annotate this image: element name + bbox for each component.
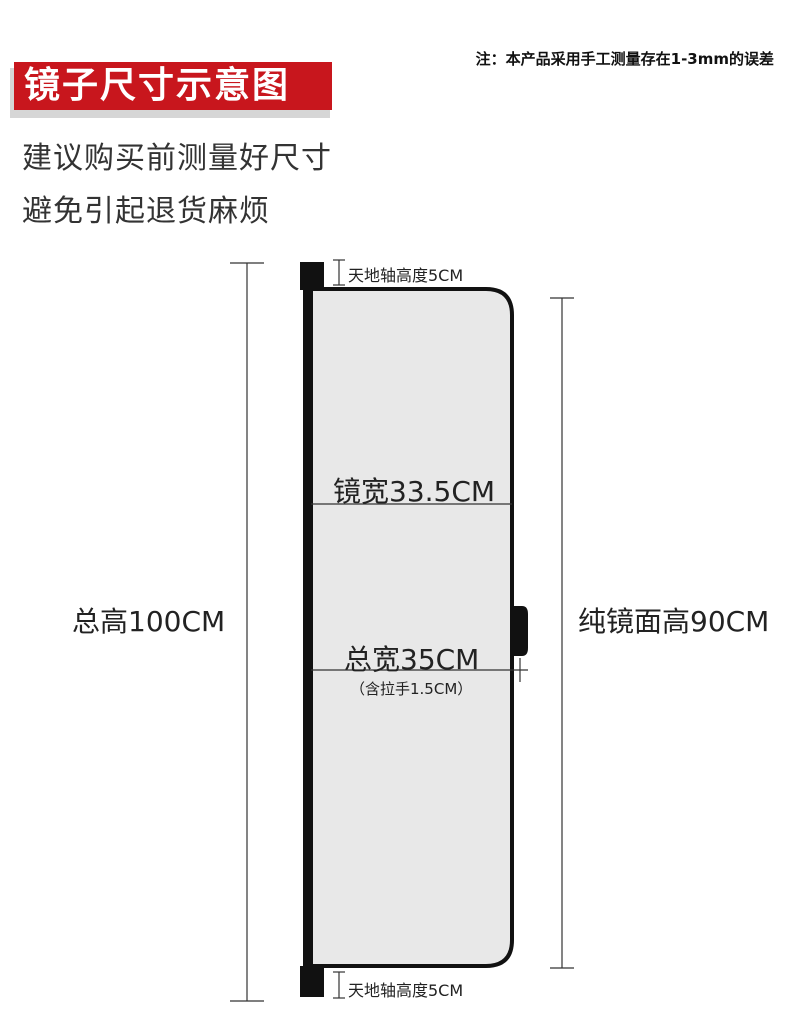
mirror-width-label: 镜宽33.5CM — [333, 475, 496, 508]
page-title: 镜子尺寸示意图 — [24, 65, 291, 106]
bottom-cap-height-label: 天地轴高度5CM — [348, 981, 464, 1000]
pure-mirror-height-dimension — [550, 297, 574, 969]
pure-mirror-height-label: 纯镜面高90CM — [578, 605, 770, 638]
handle — [512, 606, 528, 656]
top-cap-dimension — [333, 259, 345, 286]
bottom-axis-cap — [300, 966, 324, 997]
handle-width-note: （含拉手1.5CM） — [350, 680, 473, 698]
tip-avoid-returns: 避免引起退货麻烦 — [22, 194, 270, 229]
bottom-cap-dimension — [333, 971, 345, 999]
frame-rail — [303, 286, 311, 970]
tip-measure-first: 建议购买前测量好尺寸 — [22, 141, 332, 176]
top-axis-cap — [300, 262, 324, 290]
total-width-line — [311, 658, 528, 682]
mirror-panel — [309, 287, 514, 968]
top-cap-height-label: 天地轴高度5CM — [348, 266, 464, 285]
total-height-label: 总高100CM — [72, 605, 226, 638]
total-width-label: 总宽35CM — [344, 643, 480, 676]
title-bar — [14, 62, 332, 110]
total-height-dimension — [230, 262, 264, 1002]
measurement-error-note: 注：本产品采用手工测量存在1-3mm的误差 — [475, 50, 774, 68]
